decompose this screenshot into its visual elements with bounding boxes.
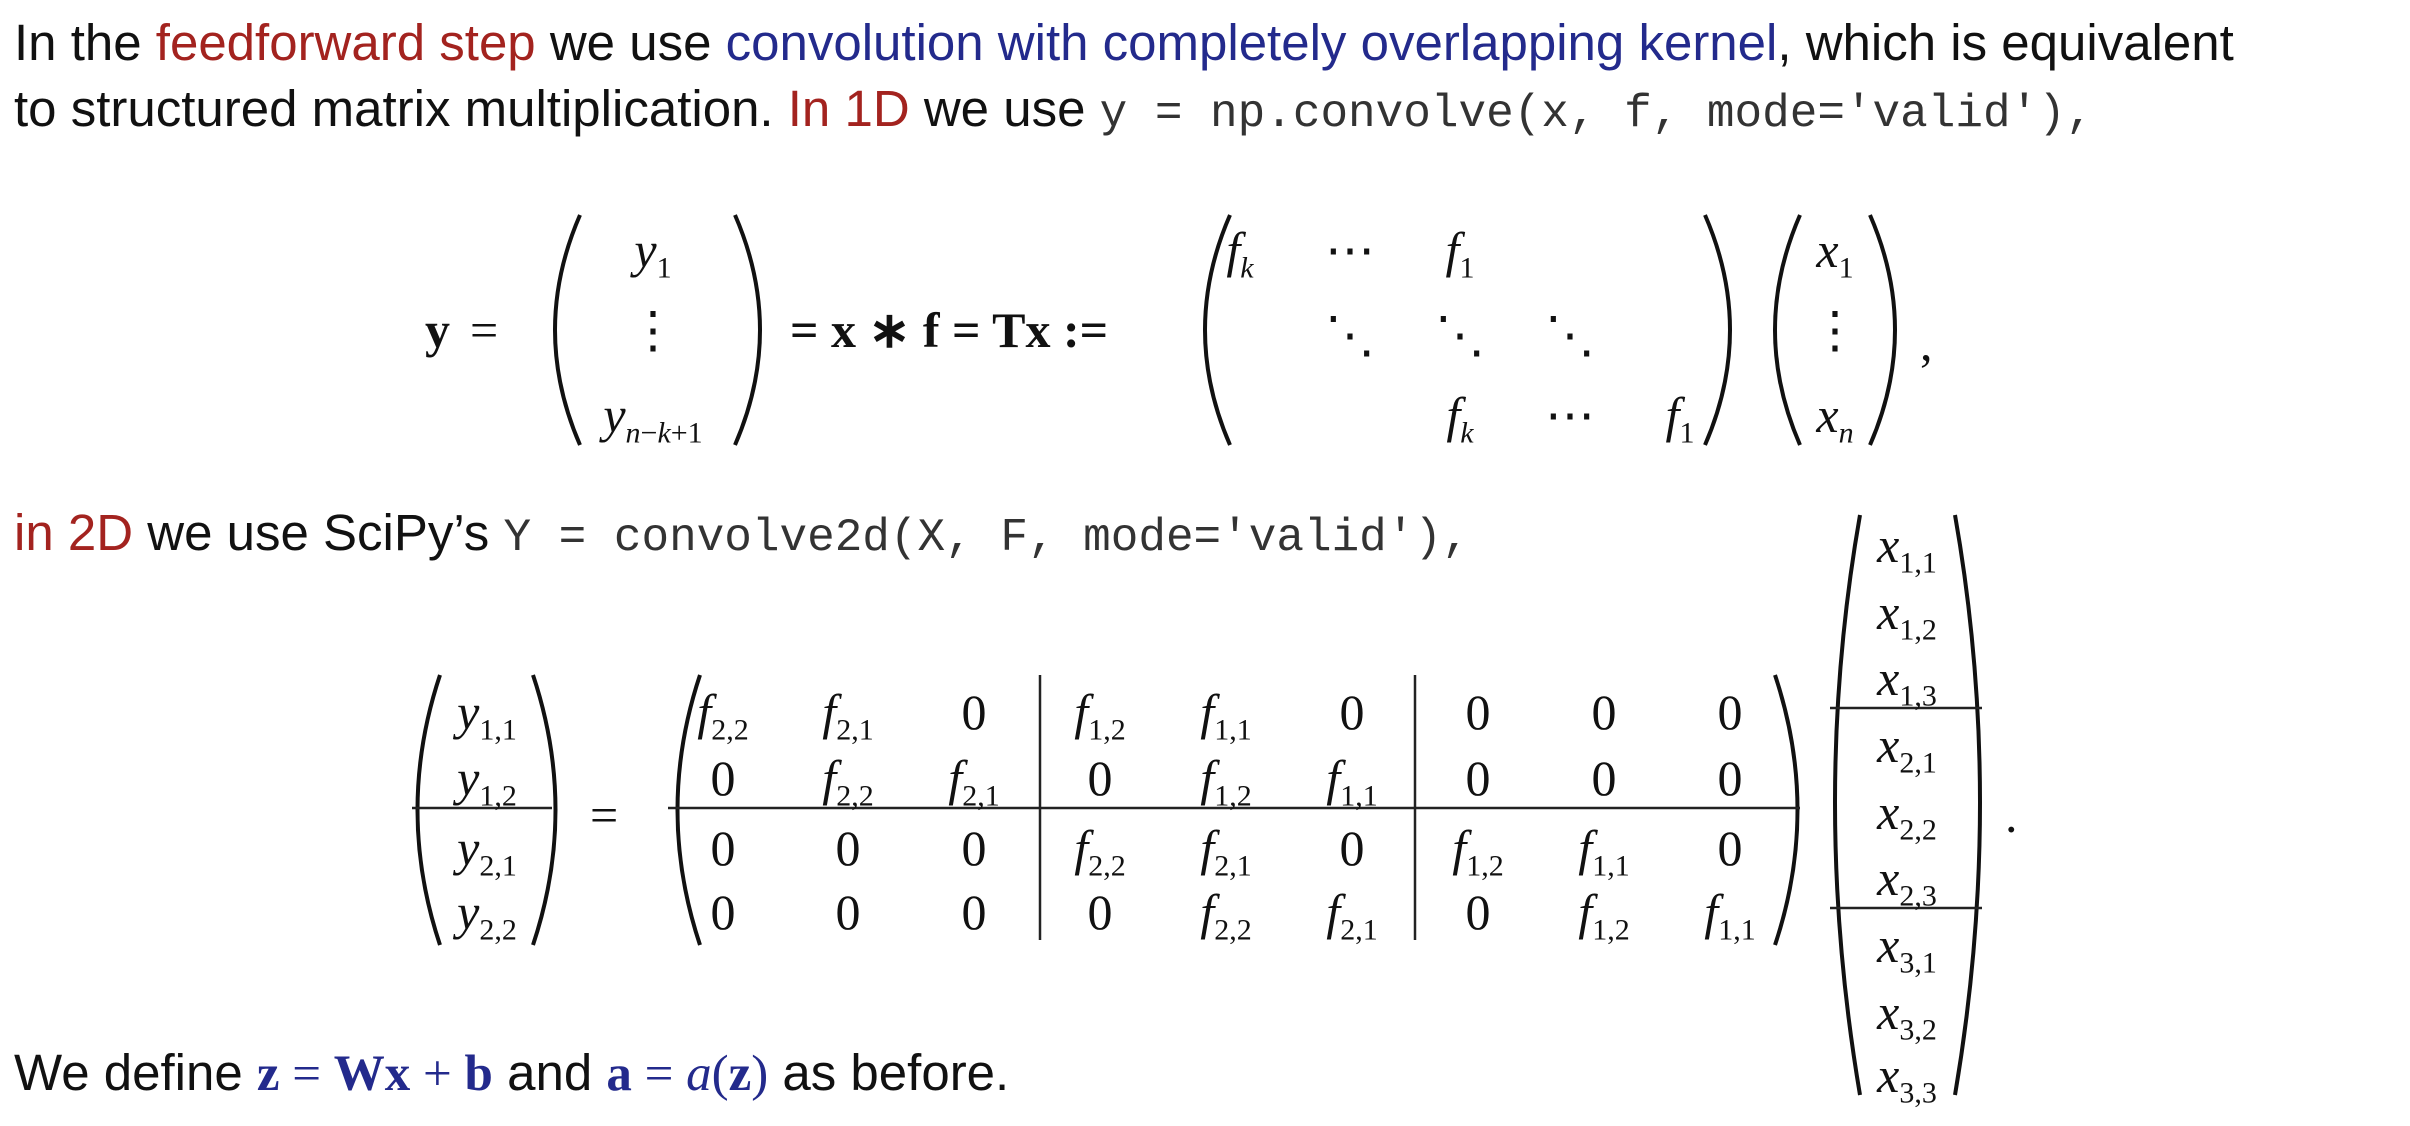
convolution-term: convolution with completely overlapping … [725,14,1778,71]
t-matrix-ddots-3: ⋱ [1545,307,1595,363]
y-vector-entry-last: yn−k+1 [603,387,703,450]
m-r2-c1: 0 [710,750,736,806]
x-vector-vdots: ⋮ [1810,302,1860,358]
Y-entry-1-1: y1,1 [457,684,517,747]
t-matrix-hdots-bottom: ⋯ [1545,387,1595,443]
text-line-2: to structured matrix multiplication. In … [14,80,2094,140]
t-matrix-f1-top: f1 [1445,222,1475,285]
m-r1-c2: f2,1 [822,684,874,747]
eq2d-equals: = [590,787,619,843]
text-line-3: in 2D we use SciPy’s Y = convolve2d(X, F… [14,504,1470,564]
t-matrix-left-paren [1203,214,1232,446]
text-line-1: In the feedforward step we use convoluti… [14,14,2234,71]
Y-vector-right-paren [531,674,558,946]
m-r1-c1: f2,2 [697,684,749,747]
x-vector-right-paren [1868,214,1897,446]
Y-vector-left-paren [415,674,442,946]
m-r3-c7: f1,2 [1452,820,1504,883]
m-r4-c3: 0 [961,884,987,940]
m-r1-c8: 0 [1591,684,1617,740]
m-r4-c8: f1,2 [1578,884,1630,947]
X-entry-2-2: x2,2 [1877,784,1937,847]
eq1d-y-bold: y [425,302,450,358]
big-matrix-left-paren [675,674,702,946]
X-entry-3-3: x3,3 [1877,1047,1937,1110]
text-line-4: We define z = Wx + b and a = a(z) as bef… [14,1044,1010,1102]
Y-entry-2-2: y2,2 [457,884,517,947]
eq2d-trailing-period: . [2005,787,2018,843]
eq1d-trailing-comma: , [1920,315,1933,371]
m-r1-c3: 0 [961,684,987,740]
X-entry-1-3: x1,3 [1877,650,1937,713]
m-r1-c7: 0 [1465,684,1491,740]
m-r3-c2: 0 [835,820,861,876]
x-vector-entry-1: x1 [1816,222,1854,285]
m-r2-c7: 0 [1465,750,1491,806]
t-matrix-ddots-1: ⋱ [1325,307,1375,363]
X-vector-right-paren [1953,514,1982,1096]
m-r4-c5: f2,2 [1200,884,1252,947]
t-matrix-hdots-top: ⋯ [1325,222,1375,278]
t-matrix-fk-top: fk [1226,222,1254,285]
Y-entry-1-2: y1,2 [457,750,517,813]
y-vector-vdots: ⋮ [628,302,678,358]
eq1d-equals: = [470,302,499,358]
X-entry-3-2: x3,2 [1877,984,1937,1047]
y-vector-right-paren [733,214,762,446]
X-entry-1-1: x1,1 [1877,517,1937,580]
in-1d-term: In 1D [787,80,910,137]
y-vector-left-paren [553,214,582,446]
m-r4-c9: f1,1 [1704,884,1756,947]
big-matrix-right-paren [1773,674,1800,946]
m-r3-c6: 0 [1339,820,1365,876]
t-matrix-right-paren [1703,214,1732,446]
eq1d-mid-expression: = x ∗ f = Tx := [790,302,1109,358]
m-r4-c7: 0 [1465,884,1491,940]
X-entry-3-1: x3,1 [1877,917,1937,980]
t-matrix-f1-bottom: f1 [1665,387,1695,450]
m-r4-c4: 0 [1087,884,1113,940]
m-r1-c6: 0 [1339,684,1365,740]
m-r3-c3: 0 [961,820,987,876]
x-vector-left-paren [1773,214,1802,446]
code-np-convolve: y = np.convolve(x, f, mode='valid'), [1099,88,2094,140]
m-r1-c4: f1,2 [1074,684,1126,747]
m-r1-c9: 0 [1717,684,1743,740]
Y-entry-2-1: y2,1 [457,820,517,883]
m-r1-c5: f1,1 [1200,684,1252,747]
X-entry-2-1: x2,1 [1877,717,1937,780]
m-r3-c9: 0 [1717,820,1743,876]
m-r2-c4: 0 [1087,750,1113,806]
m-r4-c1: 0 [710,884,736,940]
X-entry-1-2: x1,2 [1877,584,1937,647]
m-r3-c8: f1,1 [1578,820,1630,883]
m-r2-c2: f2,2 [822,750,874,813]
y-vector-entry-1: y1 [634,222,672,285]
m-r4-c6: f2,1 [1326,884,1378,947]
m-r2-c6: f1,1 [1326,750,1378,813]
m-r3-c4: f2,2 [1074,820,1126,883]
m-r4-c2: 0 [835,884,861,940]
feedforward-step-term: feedforward step [155,14,536,71]
m-r2-c8: 0 [1591,750,1617,806]
m-r3-c1: 0 [710,820,736,876]
in-2d-term: in 2D [14,504,134,561]
t-matrix-fk-bottom: fk [1446,387,1474,450]
code-convolve2d: Y = convolve2d(X, F, mode='valid'), [503,512,1470,564]
x-vector-entry-n: xn [1816,387,1854,450]
X-entry-2-3: x2,3 [1877,850,1937,913]
X-vector-left-paren [1833,514,1862,1096]
m-r2-c3: f2,1 [948,750,1000,813]
t-matrix-ddots-2: ⋱ [1435,307,1485,363]
m-r2-c9: 0 [1717,750,1743,806]
m-r2-c5: f1,2 [1200,750,1252,813]
m-r3-c5: f2,1 [1200,820,1252,883]
